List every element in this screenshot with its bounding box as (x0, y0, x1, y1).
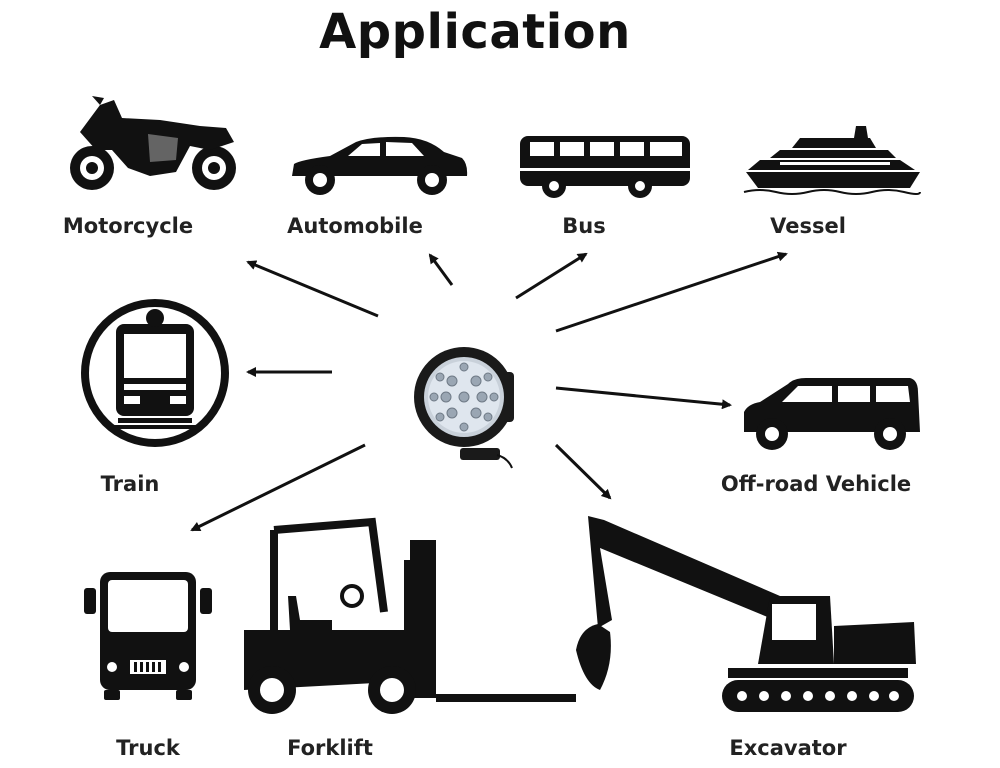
arrow-vessel (555, 251, 788, 333)
arrow-offroad (555, 386, 732, 410)
motorcycle-icon (70, 96, 236, 190)
diagram-title: Application (319, 4, 631, 60)
train-icon (81, 299, 229, 447)
suv-icon (744, 378, 920, 450)
label-offroad-vehicle: Off-road Vehicle (720, 472, 912, 496)
led-work-light-icon (414, 347, 514, 469)
forklift-icon (244, 517, 576, 714)
arrow-automobile (428, 253, 454, 286)
arrow-bus (515, 252, 588, 300)
label-forklift: Forklift (287, 736, 373, 760)
truck-icon (84, 572, 212, 700)
bus-icon (520, 136, 690, 198)
label-bus: Bus (562, 214, 606, 238)
label-motorcycle: Motorcycle (62, 214, 194, 238)
car-icon (292, 136, 468, 195)
arrow-motorcycle (246, 260, 379, 318)
arrow-excavator (554, 443, 612, 500)
label-automobile: Automobile (287, 214, 423, 238)
arrows (190, 251, 788, 532)
label-truck: Truck (116, 736, 180, 760)
label-excavator: Excavator (729, 736, 847, 760)
arrow-truck (190, 443, 366, 532)
ship-icon (743, 126, 921, 195)
label-vessel: Vessel (770, 214, 846, 238)
excavator-icon (576, 516, 916, 712)
label-train: Train (100, 472, 160, 496)
